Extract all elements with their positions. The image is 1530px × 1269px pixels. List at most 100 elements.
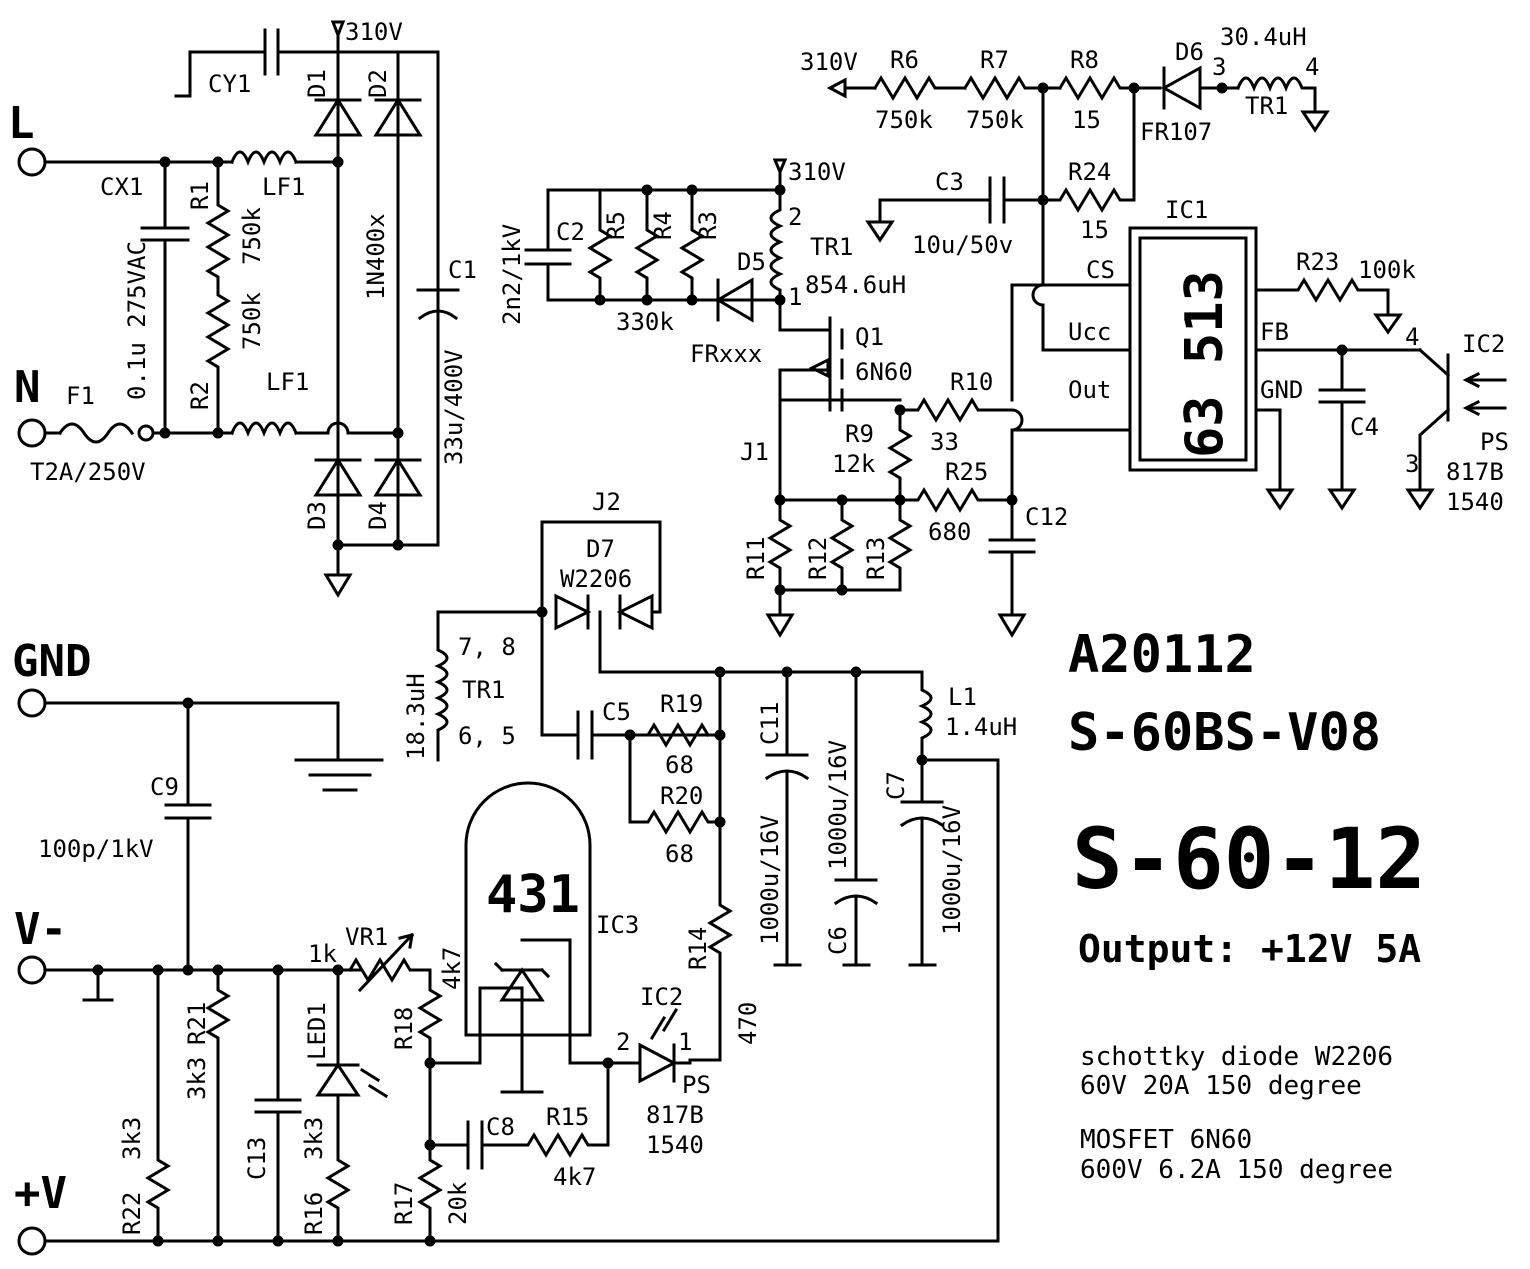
label-c13: C13 [243,1137,271,1180]
label-r14: R14 [684,927,712,970]
label-d7: D7 [586,535,615,563]
label-r8: R8 [1070,46,1099,74]
label-c8: C8 [486,1113,515,1141]
label-lf1-b: LF1 [266,368,309,396]
terminal-l: L [8,98,47,177]
label-j2: J2 [592,488,621,516]
label-l1: L1 [948,683,977,711]
label-r17: R17 [390,1182,418,1225]
label-r1-value: 750k [238,207,266,265]
label-r24-value: 15 [1080,216,1109,244]
label-r15: R15 [546,1103,589,1131]
label-d3: D3 [303,501,331,530]
label-c3-value: 10u/50v [912,231,1013,259]
label-r5: R5 [602,211,630,240]
label-tr1-pin4: 4 [1305,53,1319,81]
secondary-labels: J2 D7 W2206 18.3uH 7, 8 TR1 6, 5 C5 R19 … [38,488,1017,1235]
title-block: A20112 S-60BS-V08 S-60-12 Output: +12V 5… [1068,625,1426,1185]
label-r12: R12 [804,537,832,580]
note-4: 600V 6.2A 150 degree [1080,1155,1393,1185]
label-r25: R25 [945,458,988,486]
note-1: schottky diode W2206 [1080,1042,1393,1072]
label-fb: FB [1260,318,1289,346]
label-r6-value: 750k [875,106,933,134]
label-d5: D5 [737,248,766,276]
label-r19: R19 [660,690,703,718]
label-r7-value: 750k [966,106,1024,134]
label-cx1-value: 0.1u 275VAC [123,241,151,400]
label-tr1-b: TR1 [1245,92,1288,120]
label-tr1-a: TR1 [810,233,853,261]
label-d7-value: W2206 [560,565,632,593]
label-c6: C6 [824,926,852,955]
label-f1: F1 [66,382,95,410]
label-psb-817b: 817B [646,1101,704,1129]
terminal-n-label: N [14,362,41,413]
aux-labels: 310V R6 750k R7 750k R8 15 D6 FR107 30.4… [800,23,1509,516]
label-r17-value: 20k [444,1181,472,1225]
label-cy1: CY1 [208,70,251,98]
label-r11: R11 [742,537,770,580]
label-d1: D1 [303,69,331,98]
label-r2: R2 [186,381,214,410]
label-d4: D4 [364,501,392,530]
label-l1-value: 1.4uH [945,713,1017,741]
label-1n400x: 1N400x [362,213,390,300]
label-r16-value: 3k3 [300,1117,328,1160]
primary-labels: 310V 2n2/1kV C2 R5 R4 R3 330k D5 FRxxx 2… [498,158,1068,580]
label-ic2b-pin2: 2 [616,1028,630,1056]
title-code: A20112 [1068,625,1256,685]
terminal-vminus-label: V- [14,904,67,955]
label-c11: C11 [756,702,784,745]
label-r21: R21 [183,1002,211,1045]
label-pins-65: 6, 5 [458,722,516,750]
label-c1-value: 33u/400V [440,349,468,465]
label-ps: PS [1480,428,1509,456]
primary-stage [524,158,1132,638]
label-r6: R6 [890,46,919,74]
label-ic2b: IC2 [640,983,683,1011]
label-ic3-value: 431 [486,865,580,925]
label-r18-value: 4k7 [438,947,466,990]
title-version: S-60BS-V08 [1068,703,1381,763]
aux-stage [826,65,1507,511]
label-r23-value: 100k [1358,256,1416,284]
terminal-vplus-label: +V [14,1168,67,1219]
label-c4: C4 [1350,413,1379,441]
label-ps-817b: 817B [1446,458,1504,486]
label-ic2: IC2 [1462,330,1505,358]
label-c7-value: 1000u/16V [938,805,966,935]
label-30uh: 30.4uH [1220,23,1307,51]
label-r13: R13 [862,537,890,580]
label-vr1: VR1 [345,923,388,951]
label-r10: R10 [950,368,993,396]
label-310v-a: 310V [345,18,403,46]
label-r23: R23 [1296,248,1339,276]
terminal-vminus: V- [14,904,67,985]
label-tr1-pin2: 2 [788,203,802,231]
label-r18: R18 [390,1007,418,1050]
label-r20-value: 68 [665,840,694,868]
terminal-l-label: L [8,98,35,149]
label-led1: LED1 [303,1002,331,1060]
label-r10-value: 33 [930,428,959,456]
label-r22: R22 [118,1192,146,1235]
label-f1-value: T2A/250V [30,458,146,486]
label-r4: R4 [649,211,677,240]
terminal-gnd-label: GND [12,636,91,687]
label-ic2b-pin1: 1 [678,1028,692,1056]
label-c11-value: 1000u/16V [756,815,784,945]
label-r9: R9 [845,420,874,448]
label-j1: J1 [740,438,769,466]
label-q1: Q1 [855,323,884,351]
note-2: 60V 20A 150 degree [1080,1071,1362,1101]
input-stage [43,20,460,598]
label-r16: R16 [300,1192,328,1235]
label-ic2-pin4: 4 [1405,323,1419,351]
label-psb: PS [682,1071,711,1099]
label-r345-value: 330k [616,308,674,336]
terminal-gnd: GND [12,636,91,718]
label-d6: D6 [1175,38,1204,66]
label-r20: R20 [660,782,703,810]
terminal-vplus: +V [14,1168,67,1256]
